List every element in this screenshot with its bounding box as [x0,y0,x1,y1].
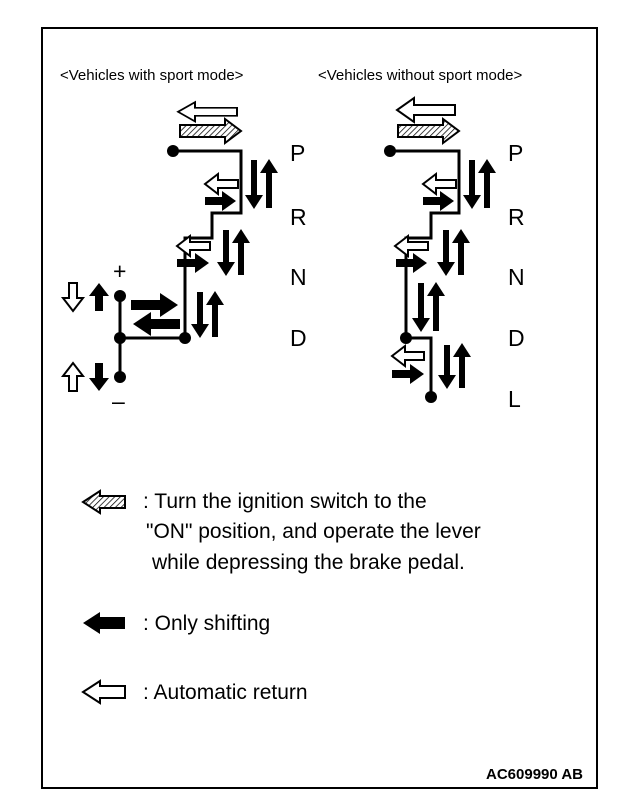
right-top-outline-arrow-icon [395,96,456,124]
legend-hatched-arrow-icon [81,489,126,515]
left-sport-solid-arrow-left-icon [133,312,180,336]
left-plus-outline-down-arrow-icon [60,282,86,313]
left-caption: <Vehicles with sport mode> [60,67,244,84]
right-n-outline-arrow-icon [393,233,429,259]
left-top-hatched-arrow-icon [179,117,243,145]
left-nd-updown-arrow-icon [191,291,224,338]
left-pos-p: P [290,140,305,166]
left-rn-updown-arrow-icon [217,229,250,276]
right-rn-updown-arrow-icon [437,229,470,276]
right-pos-r: R [508,204,525,230]
right-d-solid-arrow-icon [392,364,424,384]
plus-label: + [113,258,126,284]
minus-label: – [112,388,125,414]
left-n-outline-arrow-icon [175,233,211,259]
right-top-hatched-arrow-icon [397,117,461,145]
legend-line-1b: "ON" position, and operate the lever [146,520,481,543]
legend-outline-arrow-icon [81,679,126,705]
right-r-outline-arrow-icon [421,171,457,197]
right-n-solid-arrow-icon [396,253,427,273]
figure-code: AC609990 AB [486,766,583,783]
left-sport-solid-arrow-right-icon [131,293,178,317]
left-pos-r: R [290,204,307,230]
figure-frame [41,27,598,789]
legend-line-1c: while depressing the brake pedal. [151,551,465,574]
left-r-solid-arrow-icon [205,191,236,211]
left-n-solid-arrow-icon [177,253,209,273]
right-r-solid-arrow-icon [423,191,454,211]
right-pos-n: N [508,264,525,290]
left-gate-dots [114,145,191,383]
right-caption: <Vehicles without sport mode> [318,67,523,84]
right-nd-updown-arrow-icon [412,282,445,332]
left-pr-updown-arrow-icon [245,159,278,209]
legend-line-2: : Only shifting [143,612,270,635]
right-pos-p: P [508,140,523,166]
right-pos-l: L [508,386,521,412]
right-d-outline-arrow-icon [390,343,425,369]
right-dl-updown-arrow-icon [438,343,471,389]
left-pos-d: D [290,325,307,351]
left-minus-solid-down-arrow-icon [89,363,109,391]
legend-line-1a: : Turn the ignition switch to the [143,490,427,513]
left-pos-n: N [290,264,307,290]
left-plus-solid-up-arrow-icon [89,283,109,311]
right-pr-updown-arrow-icon [463,159,496,209]
left-top-outline-arrow-icon [176,100,238,123]
left-minus-outline-up-arrow-icon [60,361,86,392]
legend-line-3: : Automatic return [143,681,308,704]
left-r-outline-arrow-icon [203,171,239,197]
legend-solid-arrow-icon [83,612,125,634]
right-gate-dots [384,145,437,403]
right-pos-d: D [508,325,525,351]
